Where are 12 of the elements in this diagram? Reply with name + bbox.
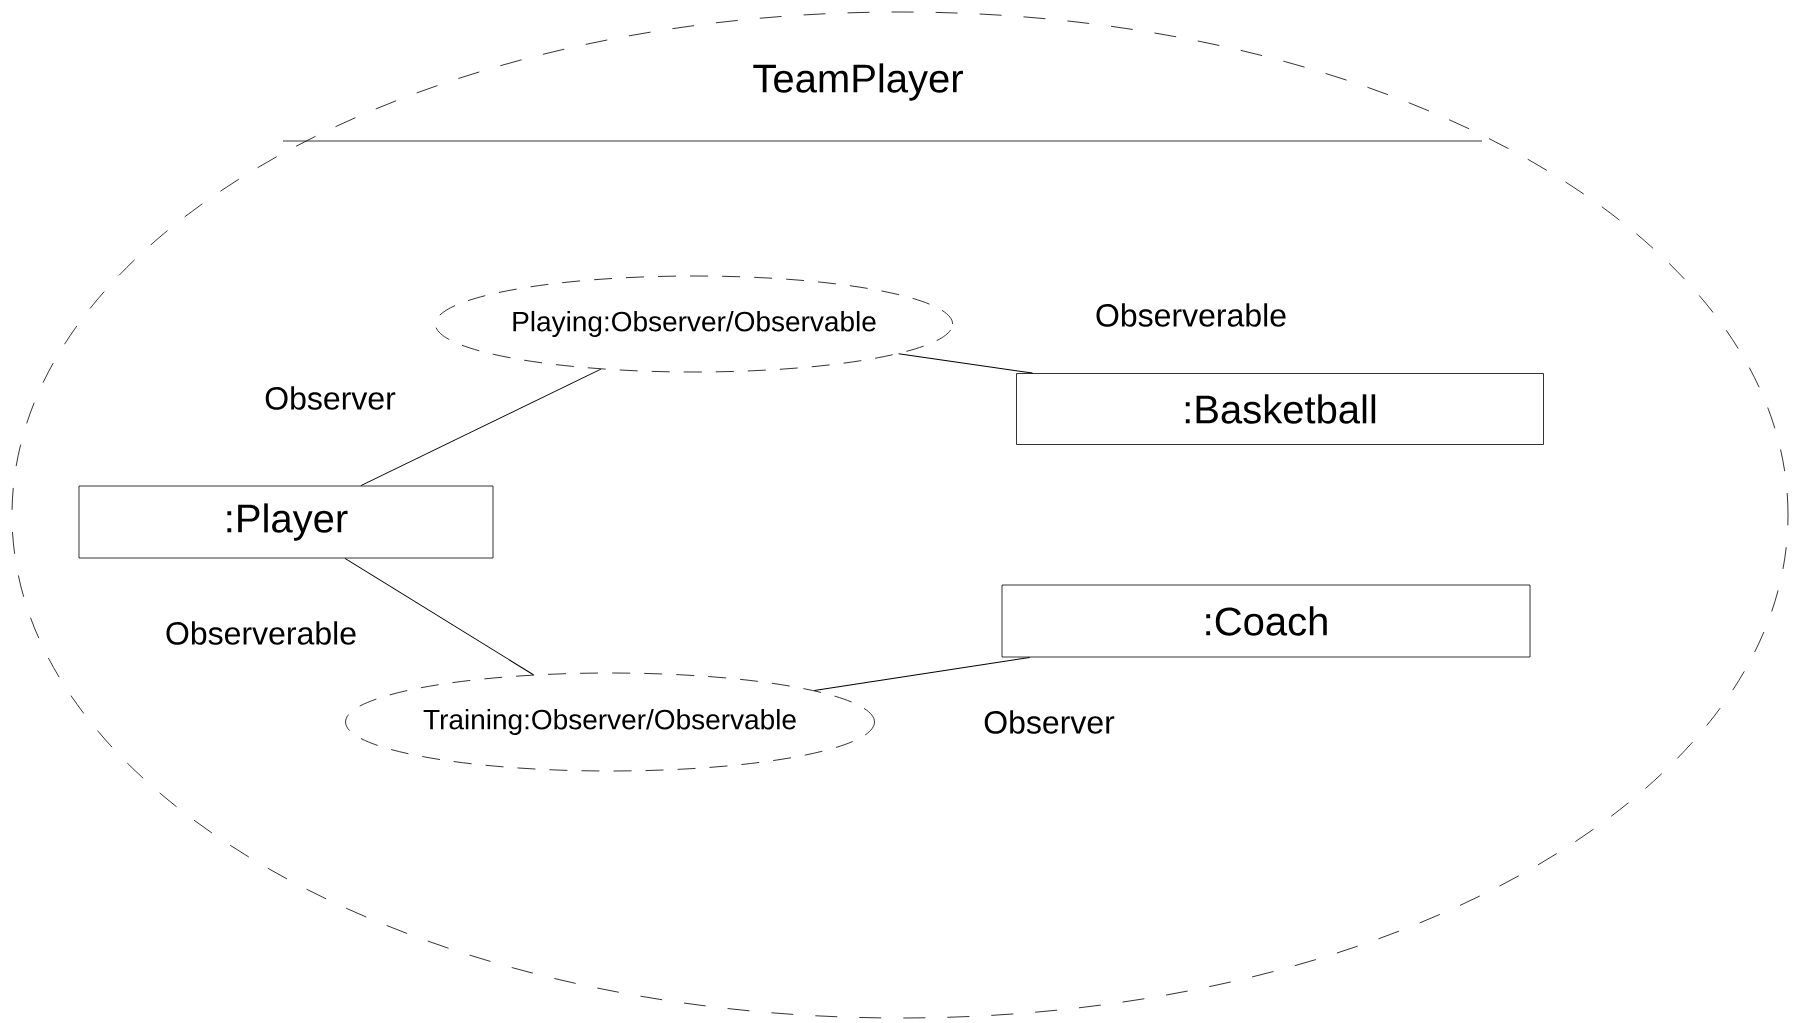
connector-line xyxy=(360,368,602,487)
connector-line xyxy=(813,656,1031,692)
object-box: :Player xyxy=(78,485,494,559)
object-box: :Basketball xyxy=(1016,373,1544,445)
connector-line xyxy=(898,353,1033,374)
object-box: :Coach xyxy=(1001,584,1531,658)
role-label: Observer xyxy=(265,386,396,410)
role-label: Observer xyxy=(984,710,1115,734)
ellipse-title: TeamPlayer xyxy=(753,63,963,101)
role-label: Observerable xyxy=(166,621,356,645)
connector-line xyxy=(344,557,534,676)
role-label: Observerable xyxy=(1096,303,1286,327)
